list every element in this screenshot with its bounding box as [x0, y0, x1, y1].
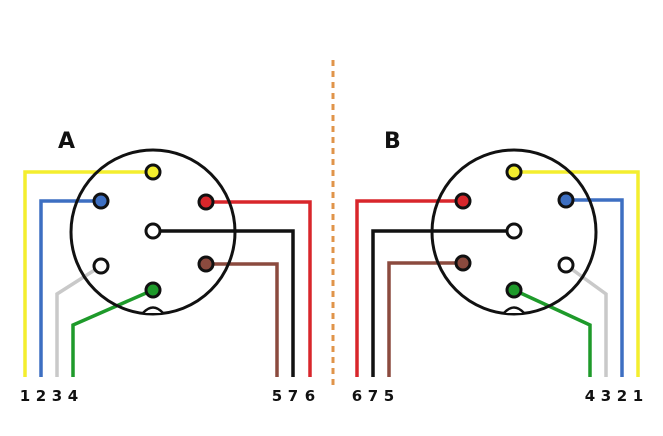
- wire-a-red: [206, 200, 312, 377]
- pin-number-a-1: 1: [20, 387, 30, 405]
- pin-a-green: [144, 281, 162, 299]
- pin-number-a-3: 3: [52, 387, 62, 405]
- pin-number-b-4: 4: [585, 387, 595, 405]
- pin-b-red: [454, 192, 472, 210]
- pin-number-b-7: 7: [368, 387, 378, 405]
- wire-a-gray: [55, 264, 102, 377]
- connector-a: A 1 2 3 4 5 7 6: [20, 129, 315, 405]
- wire-b-brown: [387, 261, 463, 377]
- wire-b-green: [513, 288, 592, 377]
- pin-b-blue: [557, 191, 575, 209]
- pin-a-white-center: [144, 222, 162, 240]
- pin-number-b-2: 2: [617, 387, 627, 405]
- connector-b: B 6 7 5 4 3 2 1: [352, 129, 643, 405]
- wire-a-green: [71, 288, 154, 377]
- pin-number-a-5: 5: [272, 387, 282, 405]
- connector-a-label: A: [58, 129, 75, 154]
- connector-a-key-notch: [142, 306, 164, 314]
- wire-a-yellow: [23, 170, 153, 377]
- wire-b-red: [355, 199, 463, 377]
- pin-b-white-center: [505, 222, 523, 240]
- pin-a-blue: [92, 192, 110, 210]
- connector-b-key-notch: [503, 306, 525, 314]
- pin-b-gray: [557, 256, 575, 274]
- wire-b-blue: [566, 198, 624, 377]
- wire-b-black: [371, 229, 514, 377]
- wire-b-yellow: [514, 170, 640, 377]
- wire-a-black: [153, 229, 295, 377]
- connector-b-label: B: [384, 129, 401, 154]
- pin-a-brown: [197, 255, 215, 273]
- pin-a-gray: [92, 257, 110, 275]
- pin-b-brown: [454, 254, 472, 272]
- pin-number-a-4: 4: [68, 387, 78, 405]
- pin-b-green: [505, 281, 523, 299]
- wire-a-brown: [206, 262, 279, 377]
- pin-a-yellow: [144, 163, 162, 181]
- pin-number-a-2: 2: [36, 387, 46, 405]
- pin-number-a-6: 6: [305, 387, 315, 405]
- connector-b-body: [430, 148, 598, 316]
- pin-number-b-6: 6: [352, 387, 362, 405]
- pin-a-red: [197, 193, 215, 211]
- pin-number-b-3: 3: [601, 387, 611, 405]
- connector-a-body: [69, 148, 237, 316]
- wire-b-gray: [564, 263, 608, 377]
- pin-number-b-1: 1: [633, 387, 643, 405]
- pin-b-yellow: [505, 163, 523, 181]
- pin-number-a-7: 7: [288, 387, 298, 405]
- wire-a-blue: [39, 199, 101, 377]
- pin-number-b-5: 5: [384, 387, 394, 405]
